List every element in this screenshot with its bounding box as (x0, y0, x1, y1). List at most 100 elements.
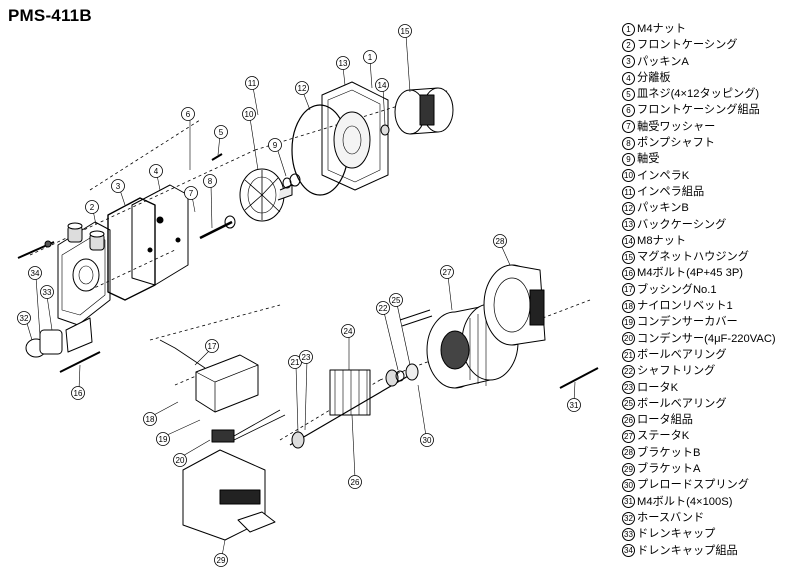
callout-31: 31 (567, 398, 581, 412)
part-number-badge: 33 (622, 527, 635, 541)
part-number-badge: 18 (622, 299, 635, 313)
callout-28: 28 (493, 234, 507, 248)
part-number-badge: 17 (622, 283, 635, 297)
callout-1: 1 (363, 50, 377, 64)
part-name: 分離板 (637, 71, 671, 84)
long-bolt (559, 367, 599, 389)
part-name: インペラK (637, 169, 690, 182)
ball-bearing (405, 363, 419, 381)
callout-12: 12 (295, 81, 309, 95)
part-name: ブラケットA (637, 463, 701, 476)
callout-5: 5 (214, 125, 228, 139)
callout-9: 9 (268, 138, 282, 152)
callout-circle (85, 200, 99, 214)
callout-circle (268, 138, 282, 152)
part-name: プレロードスプリング (637, 479, 749, 492)
part-name: パッキンB (637, 202, 689, 215)
part-name: M4ボルト(4P+45 3P) (637, 267, 744, 280)
callout-21: 21 (288, 355, 302, 369)
part-number-badge: 28 (622, 446, 635, 460)
callout-number: 27 (443, 268, 452, 277)
callout-2: 2 (85, 200, 99, 214)
callout-17: 17 (205, 339, 219, 353)
callout-32: 32 (17, 311, 31, 325)
part-number-badge: 7 (622, 120, 635, 134)
callout-number: 10 (245, 110, 254, 119)
page-title: PMS-411B (8, 6, 92, 25)
callout-25: 25 (389, 293, 403, 307)
callout-circle (205, 339, 219, 353)
callout-number: 4 (154, 167, 159, 176)
callout-circle (420, 433, 434, 447)
callout-29: 29 (214, 553, 228, 567)
part-name: ドレンキャップ (637, 528, 716, 541)
part-number-badge: 1 (622, 22, 635, 36)
part-number-badge: 29 (622, 462, 635, 476)
callout-number: 20 (176, 456, 185, 465)
part-name: ボールベアリング (637, 397, 727, 410)
part-name: ロータ組品 (637, 414, 693, 427)
screw (211, 153, 223, 161)
callout-26: 26 (348, 475, 362, 489)
callout-number: 12 (298, 84, 307, 93)
part-number-badge: 25 (622, 397, 635, 411)
callout-circle (389, 293, 403, 307)
callout-22: 22 (376, 301, 390, 315)
magnet-housing (394, 87, 454, 135)
callout-number: 22 (379, 304, 388, 313)
callout-circle (111, 179, 125, 193)
callout-circle (363, 50, 377, 64)
bearing-washer (282, 177, 292, 189)
callout-number: 2 (90, 203, 95, 212)
callout-circle (375, 78, 389, 92)
part-number-badge: 11 (622, 185, 635, 199)
callout-16: 16 (71, 386, 85, 400)
callout-number: 23 (302, 353, 311, 362)
callout-number: 21 (291, 358, 300, 367)
callout-number: 15 (401, 27, 410, 36)
callout-circle (299, 350, 313, 364)
part-number-badge: 6 (622, 104, 635, 118)
callout-circle (214, 553, 228, 567)
part-number-badge: 34 (622, 544, 635, 558)
callout-circle (245, 76, 259, 90)
callout-circle (493, 234, 507, 248)
callout-circle (376, 301, 390, 315)
callout-circle (184, 186, 198, 200)
part-name: M4ボルト(4×100S) (637, 495, 733, 508)
part-number-badge: 3 (622, 55, 635, 69)
drain-cap (25, 317, 101, 373)
callout-8: 8 (203, 174, 217, 188)
pump-shaft (199, 215, 236, 240)
callout-number: 29 (217, 556, 226, 565)
part-name: ステータK (637, 430, 690, 443)
part-number-badge: 19 (622, 315, 635, 329)
part-name: ナイロンリベット1 (637, 300, 733, 313)
callout-circle (28, 266, 42, 280)
bracket-a (182, 449, 276, 541)
part-number-badge: 2 (622, 38, 635, 52)
callout-circle (440, 265, 454, 279)
impeller (239, 168, 293, 222)
callout-number: 28 (496, 237, 505, 246)
callout-number: 34 (31, 269, 40, 278)
